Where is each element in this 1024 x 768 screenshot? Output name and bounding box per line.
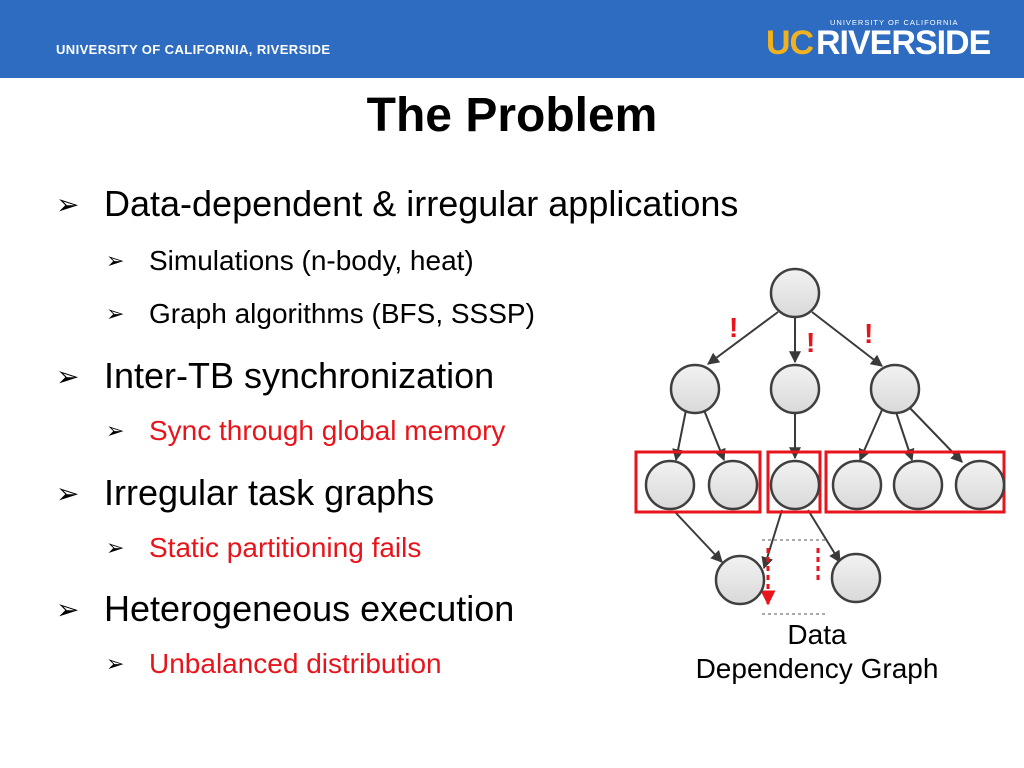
graph-node: [892, 459, 944, 511]
warning-mark: !: [806, 327, 815, 358]
sub-bullet-arrow-icon: ➢: [106, 249, 125, 274]
sub-bullet-text: Sync through global memory: [149, 415, 506, 446]
graph-edge: [907, 405, 963, 463]
graph-node: [769, 267, 821, 319]
bullet-text: Heterogeneous execution: [104, 588, 515, 629]
sub-bullet-arrow-icon: ➢: [106, 419, 125, 444]
graph-node: [707, 459, 759, 511]
sub-bullet-text: Graph algorithms (BFS, SSSP): [149, 298, 535, 329]
graph-node: [830, 552, 882, 604]
graph-node: [644, 459, 696, 511]
bullet-text: Data-dependent & irregular applications: [104, 183, 739, 224]
bullet-arrow-icon: ➢: [56, 593, 80, 626]
caption-line-2: Dependency Graph: [695, 653, 939, 684]
bullet-arrow-icon: ➢: [56, 477, 80, 510]
graph-edge: [674, 511, 723, 563]
graph-edge: [707, 311, 779, 365]
sub-bullet-arrow-icon: ➢: [106, 652, 125, 677]
graph-edge: [807, 509, 841, 564]
header-bar: UNIVERSITY OF CALIFORNIA, RIVERSIDE UNIV…: [0, 0, 1024, 78]
bullet-arrow-icon: ➢: [56, 360, 80, 393]
logo-uc: UC: [766, 24, 814, 62]
bullet-arrow-icon: ➢: [56, 188, 80, 221]
graph-node: [769, 459, 821, 511]
logo-subtitle: UNIVERSITY OF CALIFORNIA: [830, 18, 959, 27]
org-name: UNIVERSITY OF CALIFORNIA, RIVERSIDE: [56, 42, 331, 57]
partition-box: [634, 450, 762, 514]
graph-edge: [811, 311, 883, 367]
graph-node: [714, 554, 766, 606]
graph-node: [954, 459, 1006, 511]
sub-bullet-text: Unbalanced distribution: [149, 648, 442, 679]
slide-title: The Problem: [366, 89, 658, 142]
logo-riverside: RIVERSIDE: [816, 24, 991, 62]
graph-node: [769, 363, 821, 415]
ucr-logo: UNIVERSITY OF CALIFORNIA UC RIVERSIDE: [766, 14, 991, 68]
sub-bullet-arrow-icon: ➢: [106, 536, 125, 561]
warning-mark: !: [729, 312, 738, 343]
graph-node: [669, 363, 721, 415]
bullet-text: Irregular task graphs: [104, 472, 435, 513]
sub-bullet-arrow-icon: ➢: [106, 302, 125, 327]
graph-node: [831, 459, 883, 511]
caption-line-1: Data: [787, 619, 847, 650]
diagram-caption: Data Dependency Graph: [660, 618, 974, 686]
sub-bullet-text: Static partitioning fails: [149, 532, 422, 563]
bullet-text: Inter-TB synchronization: [104, 355, 495, 396]
warning-mark: !: [864, 318, 873, 349]
sub-bullet-text: Simulations (n-body, heat): [149, 245, 474, 276]
graph-node: [869, 363, 921, 415]
